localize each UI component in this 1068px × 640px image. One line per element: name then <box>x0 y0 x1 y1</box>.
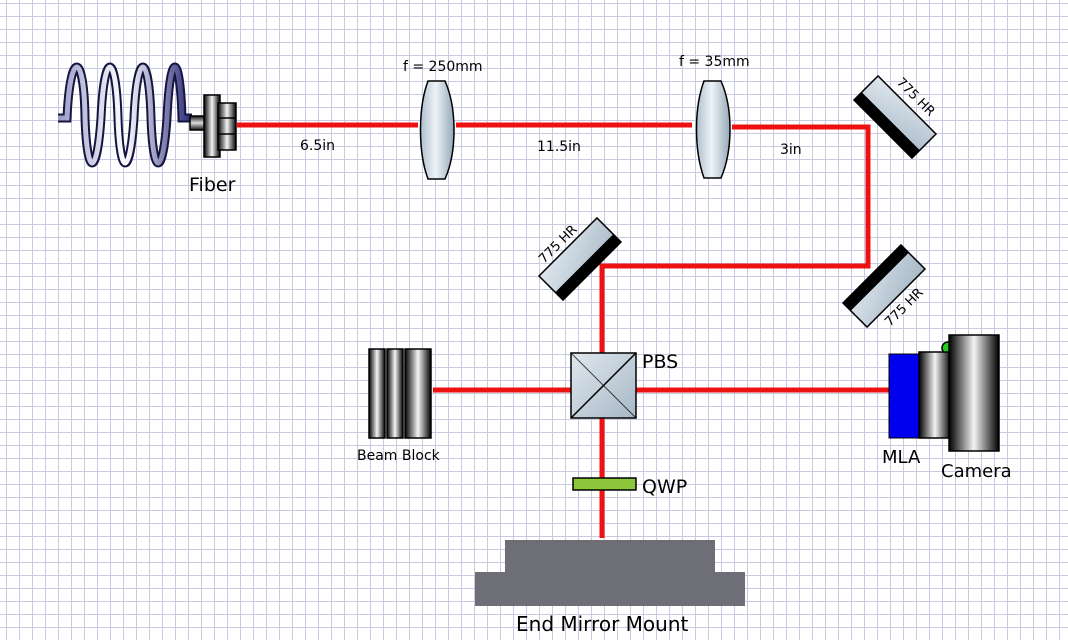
beam-segment-input <box>237 122 871 538</box>
mirror-1-icon <box>852 74 938 160</box>
fiber-coil-icon <box>58 62 192 168</box>
end-mirror-mount-icon <box>475 540 745 606</box>
fiber-label: Fiber <box>189 174 236 196</box>
camera-label: Camera <box>941 461 1012 482</box>
fiber-connector-icon <box>189 94 237 158</box>
end-mirror-mount-label: End Mirror Mount <box>516 612 688 636</box>
beam-block-label: Beam Block <box>357 448 441 464</box>
mirror-3-icon <box>537 216 623 302</box>
lens-35mm-label: f = 35mm <box>679 54 750 70</box>
camera-icon <box>918 334 1000 452</box>
mirror-2-icon <box>841 243 927 329</box>
laser-beam <box>237 122 890 538</box>
mla-label: MLA <box>882 447 921 468</box>
pbs-cube-icon <box>570 352 637 419</box>
qwp-icon <box>572 477 637 491</box>
lens-250mm-label: f = 250mm <box>403 59 483 75</box>
qwp-label: QWP <box>642 476 687 498</box>
lens-35mm-icon <box>695 80 731 179</box>
mla-icon <box>888 353 921 439</box>
distance-label-1: 6.5in <box>300 138 335 154</box>
beam-block-icon <box>368 348 432 439</box>
distance-label-3: 3in <box>780 142 802 158</box>
distance-label-2: 11.5in <box>537 139 581 155</box>
pbs-label: PBS <box>642 351 678 373</box>
lens-250mm-icon <box>419 80 455 180</box>
